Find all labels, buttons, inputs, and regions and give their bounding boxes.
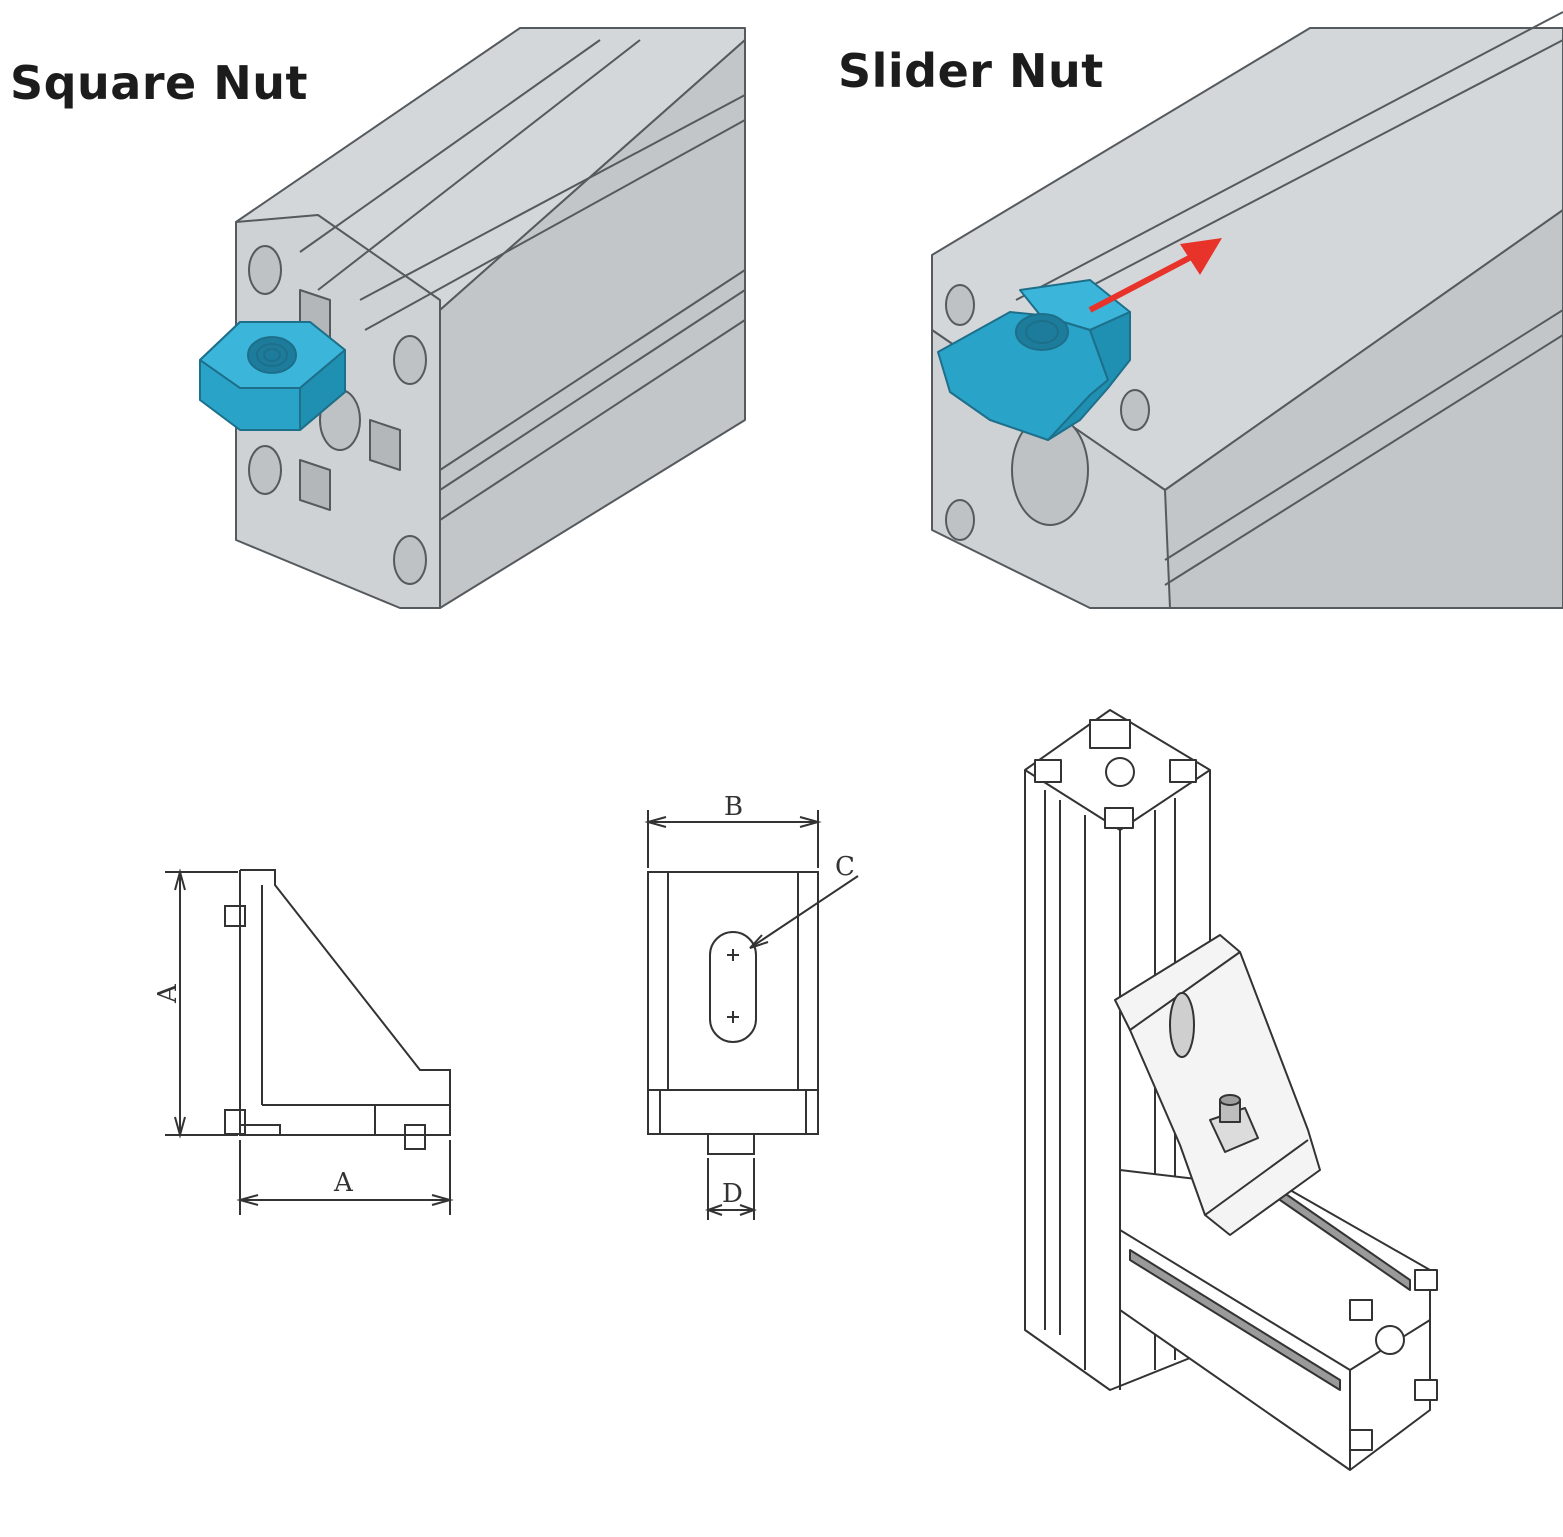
corner-hole bbox=[945, 499, 975, 541]
corner-hole bbox=[248, 445, 282, 495]
side-slot-groove bbox=[439, 269, 746, 471]
bracket-slot-hole bbox=[1169, 992, 1195, 1058]
corner-hole bbox=[945, 284, 975, 326]
top-slot-groove bbox=[1015, 11, 1563, 301]
assembly-panel bbox=[990, 690, 1550, 1490]
corner-hole bbox=[393, 335, 427, 385]
side-slot-groove bbox=[1164, 309, 1563, 561]
slider-nut-illustration bbox=[931, 11, 1563, 609]
square-nut-panel: Square Nut bbox=[0, 0, 760, 620]
corner-hole bbox=[393, 535, 427, 585]
slider-nut-title: Slider Nut bbox=[838, 44, 1104, 98]
bracket-slot bbox=[709, 931, 757, 1043]
horizontal-profile bbox=[1119, 1169, 1431, 1471]
dimension-label-width: A bbox=[333, 1168, 354, 1198]
bracket-side-profile bbox=[239, 869, 451, 1136]
nut-thread-hole bbox=[1015, 313, 1069, 351]
slider-nut bbox=[937, 279, 1131, 441]
square-nut-title: Square Nut bbox=[10, 56, 308, 110]
corner-hole bbox=[1120, 389, 1150, 431]
slider-nut-panel: Slider Nut bbox=[790, 0, 1563, 620]
dimension-label-d: D bbox=[722, 1179, 743, 1209]
technical-drawing-panel: A A B C D bbox=[0, 680, 900, 1300]
square-nut bbox=[199, 321, 346, 431]
bracket-bolt-top bbox=[224, 905, 246, 927]
bracket-front-outline bbox=[647, 871, 819, 1135]
dimension-label-b: B bbox=[724, 792, 743, 822]
slide-direction-arrow bbox=[1088, 238, 1222, 313]
corner-bracket bbox=[1114, 934, 1321, 1236]
bracket-assembly-illustration bbox=[1024, 709, 1438, 1471]
bracket-dimension-drawing: A A B C D bbox=[153, 792, 859, 1220]
corner-hole bbox=[248, 245, 282, 295]
bracket-bolt-bottom bbox=[224, 1109, 246, 1135]
dimension-label-c: C bbox=[835, 852, 855, 882]
square-nut-illustration bbox=[199, 27, 746, 609]
dimension-label-height: A bbox=[153, 983, 183, 1004]
bracket-bolt bbox=[1209, 1094, 1259, 1153]
nut-thread-hole bbox=[247, 336, 297, 374]
top-slot-groove bbox=[299, 39, 601, 253]
